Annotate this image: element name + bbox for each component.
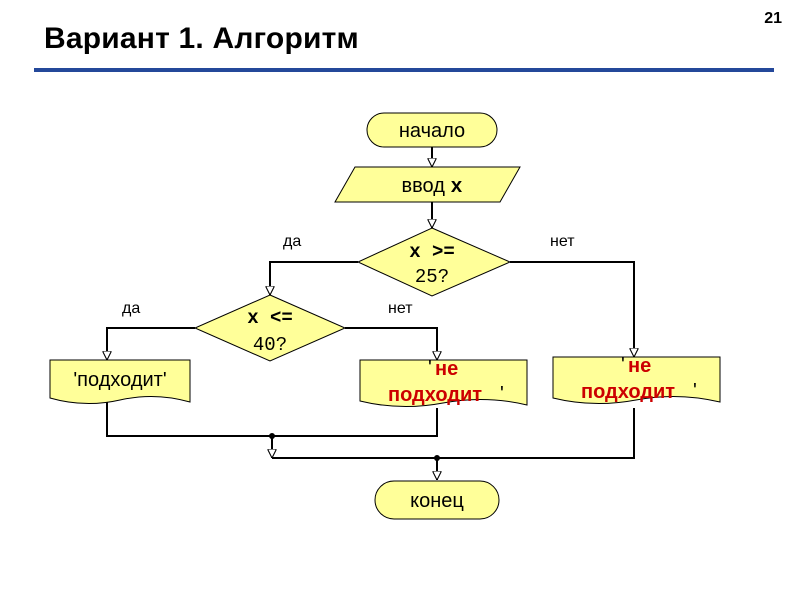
input-label-prefix: ввод [402, 175, 451, 197]
arrow-decision1-no [510, 261, 634, 357]
output-left-quote-close: ' [500, 383, 504, 405]
junction-dot [434, 455, 440, 461]
end-terminator [374, 480, 500, 520]
arrow-decision2-no [345, 327, 437, 360]
decision2-line1: x <= [247, 307, 293, 329]
output-right-quote-open: ' [621, 354, 625, 376]
output-right-quote-close: ' [693, 380, 697, 402]
decision2-line2: 40? [253, 334, 287, 356]
output-suitable-label: 'подходит' [73, 369, 166, 391]
output-not-suitable-right [552, 356, 721, 405]
slide-number: 21 [764, 10, 782, 27]
output-left-line1: не [435, 358, 458, 380]
decision1-yes-label: да [283, 233, 301, 250]
decision-x-le-40 [193, 294, 347, 362]
decision1-no-label: нет [550, 233, 575, 250]
input-label-var: x [450, 176, 462, 199]
title-underline [34, 68, 774, 72]
decision1-line2: 25? [415, 266, 449, 288]
input-block [334, 166, 521, 203]
end-label: конец [410, 490, 464, 512]
slide-title: Вариант 1. Алгоритм [44, 22, 359, 55]
output-suitable [49, 359, 191, 405]
output-not-suitable-left [359, 359, 528, 408]
output-left-line2: подходит [388, 384, 482, 406]
start-terminator [366, 112, 498, 148]
arrow-decision2-yes [107, 327, 195, 360]
output-right-line2: подходит [581, 381, 675, 403]
arrow-decision1-yes [270, 261, 358, 295]
decision-x-ge-25 [356, 227, 512, 297]
decision1-line1: x >= [409, 241, 455, 263]
connectors [107, 147, 634, 480]
output-left-quote-open: ' [428, 357, 432, 379]
line-merge-right [272, 408, 635, 459]
input-label: ввод x [402, 175, 463, 199]
junction-dot [269, 433, 275, 439]
decision2-no-label: нет [388, 300, 413, 317]
decision2-yes-label: да [122, 300, 140, 317]
start-label: начало [399, 120, 465, 142]
output-right-line1: не [628, 355, 651, 377]
